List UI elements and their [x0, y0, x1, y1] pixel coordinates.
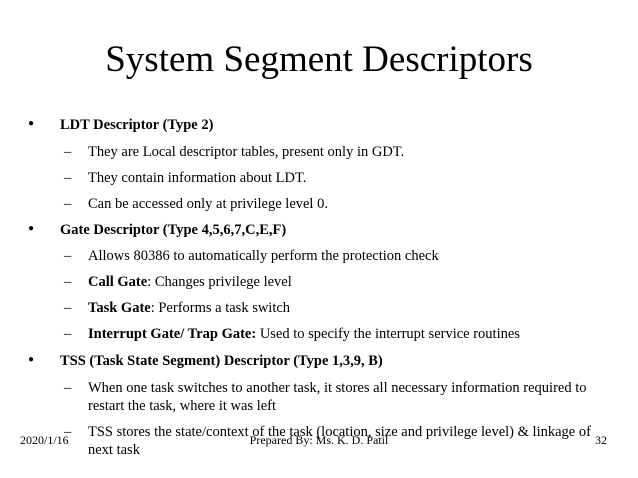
- page-number: 32: [595, 433, 607, 447]
- list-item-text: Call Gate: Changes privilege level: [88, 274, 292, 290]
- list-item-text: Allows 80386 to automatically perform th…: [88, 248, 439, 264]
- slide-title: System Segment Descriptors: [105, 39, 533, 80]
- dash-icon: –: [64, 300, 72, 316]
- list-item-text: When one task switches to another task, …: [88, 380, 587, 414]
- list-item-text: Interrupt Gate/ Trap Gate: Used to speci…: [88, 326, 520, 342]
- dash-icon: –: [64, 274, 72, 290]
- footer-author: Prepared By: Ms. K. D. Patil: [249, 433, 389, 447]
- dash-icon: –: [64, 170, 72, 186]
- bullet-heading: Gate Descriptor (Type 4,5,6,7,C,E,F): [60, 222, 287, 238]
- bullet-icon: ●: [28, 354, 35, 365]
- footer-date: 2020/1/16: [20, 433, 69, 447]
- bullet-icon: ●: [28, 223, 35, 234]
- dash-icon: –: [64, 326, 72, 342]
- dash-icon: –: [64, 196, 72, 212]
- bullet-heading: TSS (Task State Segment) Descriptor (Typ…: [60, 353, 383, 369]
- dash-icon: –: [64, 144, 72, 160]
- bullet-icon: ●: [28, 118, 35, 129]
- dash-icon: –: [64, 424, 72, 440]
- bullet-heading: LDT Descriptor (Type 2): [60, 117, 214, 133]
- list-item-text: They are Local descriptor tables, presen…: [88, 144, 405, 160]
- list-item-text: Task Gate: Performs a task switch: [88, 300, 291, 316]
- dash-icon: –: [64, 248, 72, 264]
- list-item-text: TSS stores the state/context of the task…: [88, 424, 591, 458]
- dash-icon: –: [64, 380, 72, 396]
- list-item-text: They contain information about LDT.: [88, 170, 307, 186]
- list-item-text: Can be accessed only at privilege level …: [88, 196, 328, 212]
